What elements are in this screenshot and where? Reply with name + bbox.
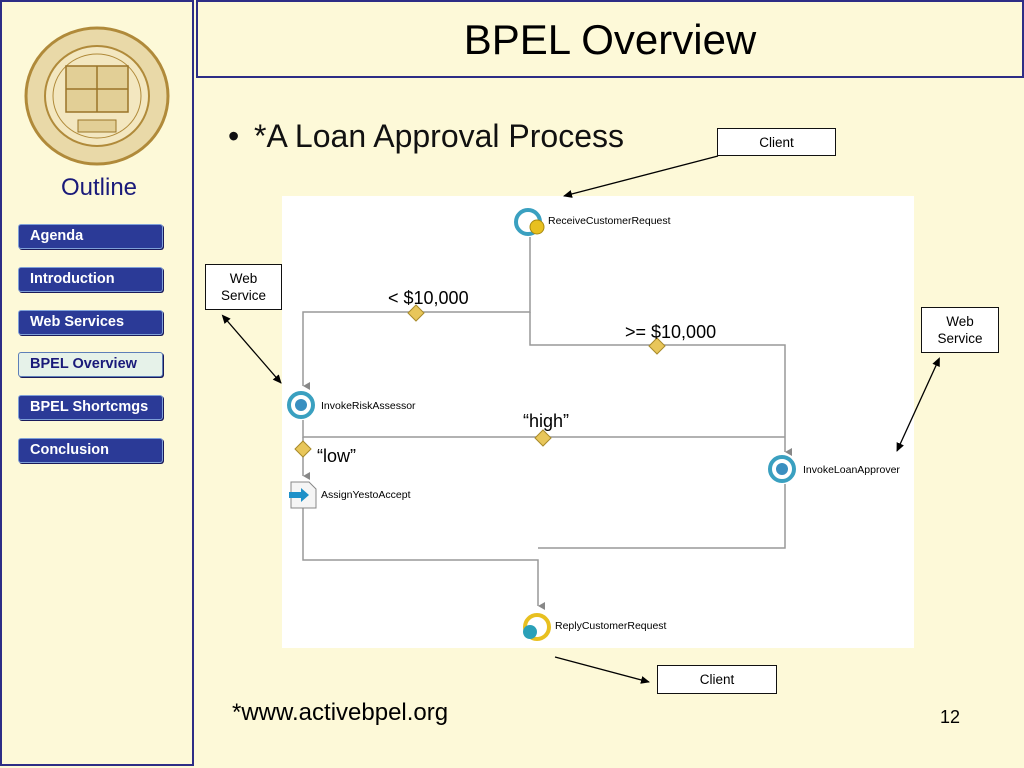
bullet-text: *A Loan Approval Process [254, 118, 625, 154]
assign-icon [289, 481, 317, 509]
web-service-box-left: Web Service [205, 264, 282, 310]
diamond-low-amount [407, 304, 425, 322]
nav-button-agenda[interactable]: Agenda [18, 224, 163, 249]
link-approver-to-reply [538, 484, 786, 549]
client-box-bottom: Client [657, 665, 777, 694]
node-approver-label: InvokeLoanApprover [803, 464, 900, 476]
invoke-approver-icon [768, 455, 796, 483]
footer-source: *www.activebpel.org [232, 699, 449, 726]
bpel-process-diagram [282, 196, 914, 648]
condition-diamonds [294, 304, 666, 458]
nav-button-bpel-overview[interactable]: BPEL Overview [18, 352, 163, 377]
bullet-item: • *A Loan Approval Process [228, 118, 624, 155]
condition-low-amount: < $10,000 [388, 288, 469, 308]
condition-high: “high” [523, 411, 570, 431]
slide-title: BPEL Overview [463, 16, 757, 63]
condition-high-amount: >= $10,000 [625, 322, 717, 342]
reply-icon [523, 613, 551, 641]
link-assign-to-reply [302, 508, 545, 610]
condition-low: “low” [317, 446, 356, 466]
invoke-risk-icon [287, 391, 315, 419]
node-receive-label: ReceiveCustomerRequest [548, 215, 671, 227]
client-box-top: Client [717, 128, 836, 156]
nav-button-bpel-shortcmgs[interactable]: BPEL Shortcmgs [18, 395, 163, 420]
nav-button-introduction[interactable]: Introduction [18, 267, 163, 292]
arrow-reply-to-client [554, 656, 650, 684]
arrow-client-to-receive [563, 155, 719, 198]
page-number: 12 [940, 707, 961, 727]
diamond-high-amount [648, 337, 666, 355]
arrow-webservice-right [896, 357, 940, 452]
receive-icon [514, 208, 545, 236]
bullet-dot-icon: • [228, 118, 240, 154]
node-risk-label: InvokeRiskAssessor [321, 400, 416, 412]
arrow-webservice-left [221, 314, 282, 384]
diamond-high [534, 429, 552, 447]
node-reply-label: ReplyCustomerRequest [555, 620, 667, 632]
nav-button-conclusion[interactable]: Conclusion [18, 438, 163, 463]
node-assign-label: AssignYestoAccept [321, 489, 411, 501]
callout-arrows [221, 155, 940, 684]
outline-heading: Outline [60, 174, 138, 201]
nav-button-web-services[interactable]: Web Services [18, 310, 163, 335]
web-service-box-right: Web Service [921, 307, 999, 353]
title-bar: BPEL Overview [196, 0, 1024, 78]
university-seal-logo [24, 26, 170, 166]
diamond-low [294, 440, 312, 458]
